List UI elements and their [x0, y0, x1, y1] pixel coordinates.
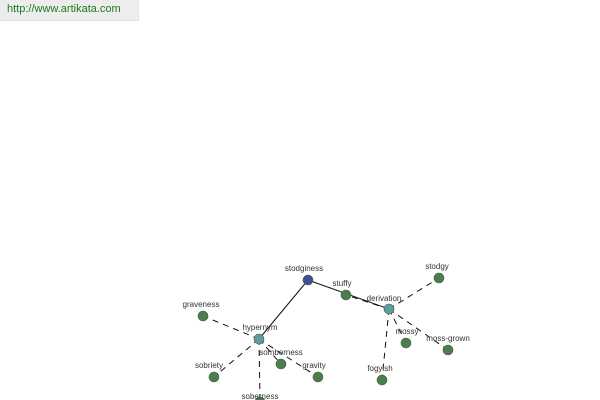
- edge-hypernym-sobriety: [213, 338, 260, 378]
- node-sobriety[interactable]: [208, 371, 220, 383]
- edge-hypernym-somberness: [258, 338, 282, 365]
- node-label-graveness[interactable]: graveness: [183, 300, 220, 309]
- node-label-stodginess[interactable]: stodginess: [285, 264, 323, 273]
- edge-derivation-fogyish: [381, 308, 390, 381]
- edge-derivation-moss-grown: [388, 308, 449, 351]
- nodes-layer: [197, 272, 454, 400]
- edge-label-derivation: derivation: [367, 294, 402, 303]
- node-label-sobriety[interactable]: sobriety: [195, 361, 223, 370]
- node-graveness[interactable]: [197, 310, 209, 322]
- node-label-stuffy[interactable]: stuffy: [333, 279, 352, 288]
- node-label-somberness[interactable]: somberness: [259, 348, 303, 357]
- site-url-link[interactable]: http://www.artikata.com: [7, 3, 121, 15]
- node-label-fogyish[interactable]: fogyish: [367, 364, 392, 373]
- node-moss-grown[interactable]: [442, 344, 454, 356]
- node-stodginess[interactable]: [302, 274, 314, 286]
- edges-layer: [202, 277, 449, 400]
- node-label-moss-grown[interactable]: moss-grown: [426, 334, 470, 343]
- node-gravity[interactable]: [312, 371, 324, 383]
- node-soberness[interactable]: [255, 396, 265, 400]
- node-label-gravity[interactable]: gravity: [302, 361, 326, 370]
- node-derivation[interactable]: [383, 303, 395, 315]
- node-mossy[interactable]: [400, 337, 412, 349]
- node-label-mossy[interactable]: mossy: [395, 327, 418, 336]
- edge-derivation-stuffy: [345, 294, 390, 310]
- node-stuffy[interactable]: [340, 289, 352, 301]
- edge-labels-layer: hypernym derivation: [242, 294, 401, 332]
- edge-derivation-mossy: [388, 308, 407, 344]
- node-fogyish[interactable]: [376, 374, 388, 386]
- node-label-soberness[interactable]: soberness: [242, 392, 279, 400]
- node-somberness[interactable]: [275, 358, 287, 370]
- edge-stodginess-hypernym: [258, 279, 309, 340]
- node-labels-layer: stodginess graveness sobriety somberness gra…: [183, 262, 470, 400]
- node-stodgy[interactable]: [433, 272, 445, 284]
- edge-hypernym-gravity: [258, 338, 319, 378]
- edge-label-hypernym: hypernym: [242, 323, 277, 332]
- edge-derivation-stodgy: [388, 277, 440, 310]
- url-bar: http://www.artikata.com: [0, 0, 139, 21]
- node-hypernym[interactable]: [253, 333, 265, 345]
- node-label-stodgy[interactable]: stodgy: [425, 262, 449, 271]
